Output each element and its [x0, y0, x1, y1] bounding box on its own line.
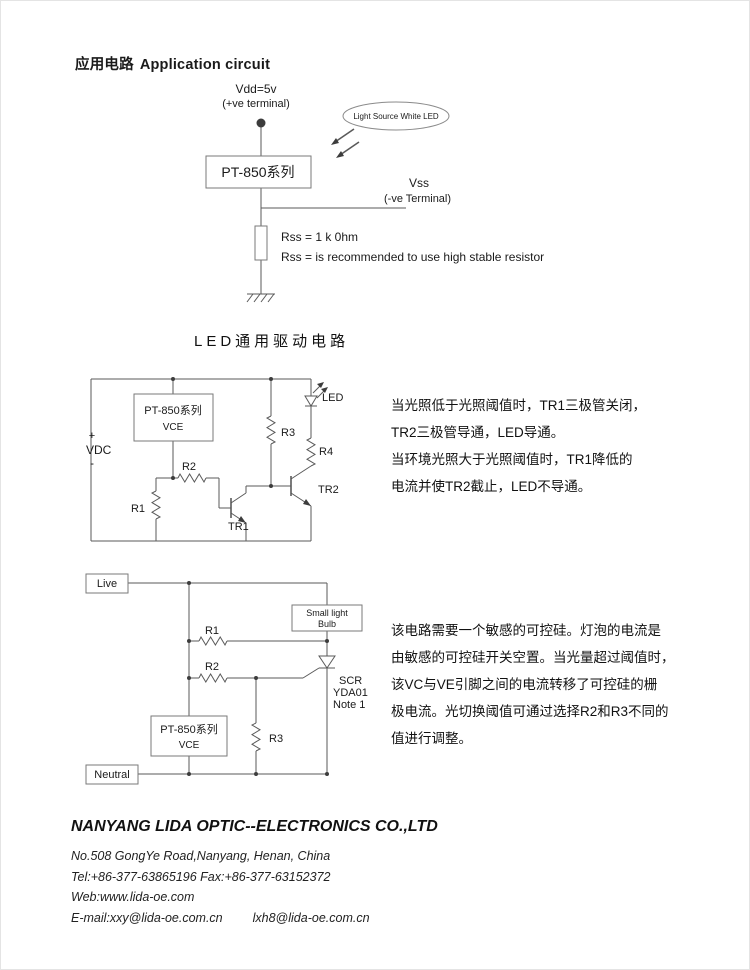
rss-note-label: Rss = is recommended to use high stable … [281, 250, 544, 264]
company-email-1: E-mail:xxy@lida-oe.com.cn [71, 910, 223, 925]
rss-value-label: Rss = 1 k 0hm [281, 230, 358, 244]
r2-label: R2 [182, 461, 196, 473]
junction-dot [325, 772, 329, 776]
scr-lamp-circuit-diagram: Live Small light Bulb PT-850系列 VCE Neutr… [85, 573, 368, 785]
page-title-zh: 应用电路 [75, 57, 134, 73]
light-arrow-icon [331, 128, 355, 145]
live-label: Live [97, 578, 117, 590]
company-email-line: E-mail:xxy@lida-oe.com.cn lxh8@lida-oe.co… [71, 908, 438, 929]
pt850-box [133, 393, 214, 442]
r1-label: R1 [205, 625, 219, 637]
resistor-r1 [150, 490, 162, 520]
junction-dot [187, 581, 191, 585]
description-line: 该VC与VE引脚之间的电流转移了可控硅的栅 [391, 677, 658, 692]
transistor-tr2 [290, 465, 312, 541]
ground-symbol [246, 293, 275, 303]
pt850-box-label: PT-850系列 [221, 164, 294, 180]
company-address: No.508 GongYe Road,Nanyang, Henan, China [71, 849, 331, 863]
junction-dot [187, 639, 191, 643]
scr-icon [318, 655, 336, 669]
junction-dot [254, 676, 258, 680]
resistor-r4 [305, 437, 317, 467]
led-driver-heading: LED通用驱动电路 [194, 333, 350, 350]
sensor-terminal-dot [256, 118, 266, 128]
bulb-label-line2: Bulb [318, 619, 336, 629]
scr-label: SCR [339, 675, 362, 687]
page-title-en: Application circuit [139, 57, 271, 73]
light-source-ellipse [342, 101, 450, 131]
resistor-r2 [177, 472, 207, 484]
junction-dot [325, 639, 329, 643]
neutral-label: Neutral [94, 769, 129, 781]
r2-label: R2 [205, 661, 219, 673]
tr2-label: TR2 [318, 484, 339, 496]
vdc-label: VDC [86, 443, 112, 457]
transistor-tr1 [230, 486, 247, 541]
r1-label: R1 [131, 503, 145, 515]
company-web: Web:www.lida-oe.com [71, 890, 195, 904]
description-line: 由敏感的可控硅开关空置。当光量超过阈值时， [391, 650, 675, 665]
junction-dot [254, 772, 258, 776]
resistor-r3 [250, 722, 262, 752]
junction-dot [269, 377, 273, 381]
light-arrow-icon [336, 141, 360, 158]
vss-sub-label: (-ve Terminal) [384, 193, 451, 205]
bulb-label-line1: Small light [306, 608, 348, 618]
pt850-box [150, 715, 228, 757]
scr-circuit-description: 该电路需要一个敏感的可控硅。灯泡的电流是 由敏感的可控硅开关空置。当光量超过阈值… [391, 617, 675, 752]
description-line: 极电流。光切换阈值可通过选择R2和R3不同的 [391, 704, 669, 719]
description-line: 值进行调整。 [391, 731, 472, 746]
circuit2-wires [90, 378, 312, 542]
pt850-box-label: PT-850系列 [160, 722, 217, 736]
neutral-terminal-box [85, 764, 139, 785]
resistor-r3 [265, 415, 277, 445]
rss-resistor [254, 225, 268, 261]
description-line: TR2三极管导通，LED导通。 [391, 425, 565, 440]
vdd-label: Vdd=5v [235, 82, 276, 96]
scr-note-label: Note 1 [333, 699, 365, 711]
resistor-r2 [198, 672, 228, 684]
pt850-box [205, 155, 312, 189]
resistor-r1 [198, 635, 228, 647]
light-source-label: Light Source White LED [353, 112, 439, 121]
pt850-vce-label: VCE [179, 740, 200, 751]
r3-label: R3 [269, 733, 283, 745]
description-line: 当光照低于光照阈值时，TR1三极管关闭， [391, 398, 647, 413]
tr1-label: TR1 [228, 521, 249, 533]
pt850-box-label: PT-850系列 [144, 403, 201, 417]
led-driver-description: 当光照低于光照阈值时，TR1三极管关闭， TR2三极管导通，LED导通。 当环境… [391, 392, 646, 500]
vdc-minus-label: - [90, 456, 94, 470]
company-name: NANYANG LIDA OPTIC--ELECTRONICS CO.,LTD [71, 818, 438, 835]
r3-label: R3 [281, 427, 295, 439]
junction-dot [269, 484, 273, 488]
junction-dot [187, 772, 191, 776]
scr-model-label: YDA01 [333, 687, 368, 699]
led-icon [304, 382, 328, 407]
led-label: LED [322, 392, 343, 404]
junction-dot [171, 476, 175, 480]
vss-label: Vss [409, 176, 429, 190]
description-line: 当环境光照大于光照阈值时，TR1降低的 [391, 452, 633, 467]
bulb-box [291, 604, 363, 632]
circuit3-wires [128, 582, 328, 775]
pt850-vce-label: VCE [163, 422, 184, 433]
description-line: 电流并使TR2截止，LED不导通。 [391, 479, 592, 494]
page-title: 应用电路 Application circuit [75, 53, 270, 74]
live-terminal-box [85, 573, 129, 594]
vdd-sub-label: (+ve terminal) [222, 98, 290, 110]
description-line: 该电路需要一个敏感的可控硅。灯泡的电流是 [391, 623, 661, 638]
company-footer: NANYANG LIDA OPTIC--ELECTRONICS CO.,LTD … [71, 818, 438, 928]
junction-dot [187, 676, 191, 680]
led-driver-circuit-diagram: PT-850系列 VCE [86, 377, 343, 542]
company-tel-fax: Tel:+86-377-63865196 Fax:+86-377-6315237… [71, 869, 331, 884]
circuit1-wires [260, 127, 406, 294]
r4-label: R4 [319, 446, 333, 458]
application-circuit-diagram: PT-850系列 Light Source White LED Vdd=5v (… [205, 82, 544, 303]
junction-dot [171, 377, 175, 381]
company-email-2: lxh8@lida-oe.com.cn [252, 910, 370, 925]
vdc-plus-label: + [89, 430, 95, 442]
